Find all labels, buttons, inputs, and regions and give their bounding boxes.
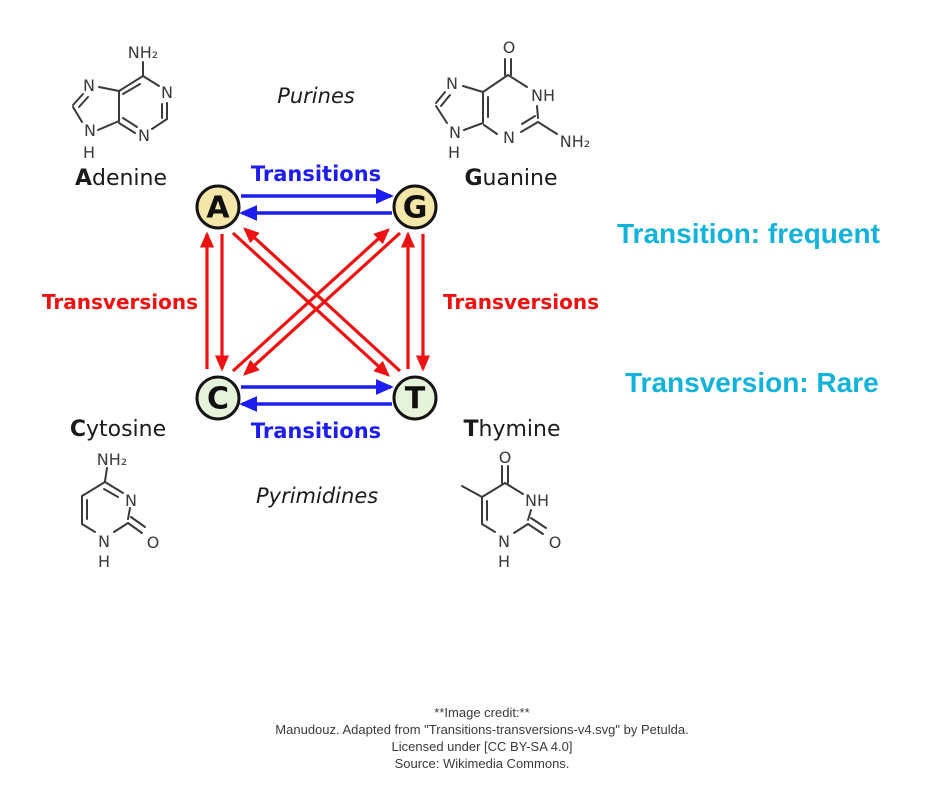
- credit-line-3: Licensed under [CC BY-SA 4.0]: [391, 739, 573, 754]
- node-g-letter: G: [403, 191, 428, 226]
- transitions-bottom-label: Transitions: [250, 419, 382, 443]
- pyrimidines-label: Pyrimidines: [256, 484, 379, 508]
- transitions-top-label: Transitions: [250, 162, 382, 186]
- transversions-left-label: Transversions: [41, 290, 199, 314]
- node-a-letter: A: [206, 191, 230, 226]
- transition-arrows: [239, 188, 394, 412]
- cytosine-name: Cytosine: [58, 417, 178, 442]
- arrow-t-to-a: [243, 227, 402, 373]
- thymine-oxo2-label: O: [549, 533, 562, 552]
- adenine-n3-label: N: [138, 126, 150, 145]
- node-adenine: A: [195, 184, 241, 230]
- guanine-n1h-label: NH: [531, 86, 555, 105]
- thymine-h-label: H: [498, 552, 510, 571]
- adenine-h-label: H: [83, 143, 95, 162]
- arrow-g-to-c: [243, 231, 402, 376]
- adenine-name: Adenine: [61, 166, 181, 191]
- thymine-name: Thymine: [452, 417, 572, 442]
- transversion-frequency-note: Transversion: Rare: [625, 367, 879, 398]
- guanine-h-label: H: [448, 143, 460, 162]
- thymine-name-initial: T: [463, 417, 479, 442]
- thymine-n3h-label: NH: [525, 491, 549, 510]
- transversions-right-label: Transversions: [442, 290, 600, 314]
- thymine-oxo4-label: O: [499, 448, 512, 467]
- adenine-name-rest: denine: [91, 166, 168, 191]
- guanine-amine-label: NH₂: [560, 132, 590, 151]
- guanine-n9-label: N: [449, 123, 461, 142]
- cytosine-n1-label: N: [98, 532, 110, 551]
- node-g-circle: [392, 184, 438, 230]
- node-cytosine: C: [195, 375, 241, 421]
- cytosine-name-initial: C: [69, 417, 86, 442]
- transition-frequency-note: Transition: frequent: [617, 218, 880, 249]
- credit-line-2: Manudouz. Adapted from "Transitions-tran…: [275, 722, 689, 737]
- transversion-arrows: [199, 227, 431, 377]
- node-guanine: G: [392, 184, 438, 230]
- adenine-amine-label: NH₂: [128, 43, 158, 62]
- node-c-letter: C: [207, 382, 229, 417]
- cytosine-structure: NH₂ N O N H: [81, 450, 160, 571]
- node-t-letter: T: [405, 382, 426, 417]
- guanine-structure: O NH N NH₂ N N H: [435, 38, 590, 162]
- guanine-n7-label: N: [446, 74, 458, 93]
- adenine-n7-label: N: [83, 76, 95, 95]
- arrow-c-to-g: [231, 228, 390, 373]
- adenine-structure: NH₂ N N N N H: [72, 43, 173, 162]
- adenine-name-initial: A: [74, 166, 92, 191]
- node-a-circle: [195, 184, 241, 230]
- arrow-a-to-t: [231, 231, 390, 377]
- node-c-circle: [195, 375, 241, 421]
- adenine-n9-label: N: [84, 121, 96, 140]
- cytosine-name-rest: ytosine: [85, 417, 167, 442]
- node-thymine: T: [392, 375, 438, 421]
- node-t-circle: [392, 375, 438, 421]
- thymine-n1-label: N: [498, 532, 510, 551]
- cytosine-h-label: H: [98, 552, 110, 571]
- guanine-name-initial: G: [464, 166, 483, 191]
- image-credit: **Image credit:** Manudouz. Adapted from…: [22, 704, 940, 772]
- thymine-name-rest: hymine: [478, 417, 561, 442]
- thymine-structure: O NH O N H: [461, 448, 562, 571]
- cytosine-n3-label: N: [125, 491, 137, 510]
- cytosine-oxo-label: O: [147, 533, 160, 552]
- cytosine-amine-label: NH₂: [97, 450, 127, 469]
- credit-line-1: **Image credit:**: [434, 705, 530, 720]
- guanine-name: Guanine: [451, 166, 571, 191]
- guanine-name-rest: uanine: [482, 166, 558, 191]
- guanine-n3-label: N: [503, 128, 515, 147]
- purines-label: Purines: [277, 84, 355, 108]
- adenine-n1-label: N: [161, 83, 173, 102]
- guanine-oxo-label: O: [503, 38, 516, 57]
- credit-line-4: Source: Wikimedia Commons.: [394, 756, 570, 771]
